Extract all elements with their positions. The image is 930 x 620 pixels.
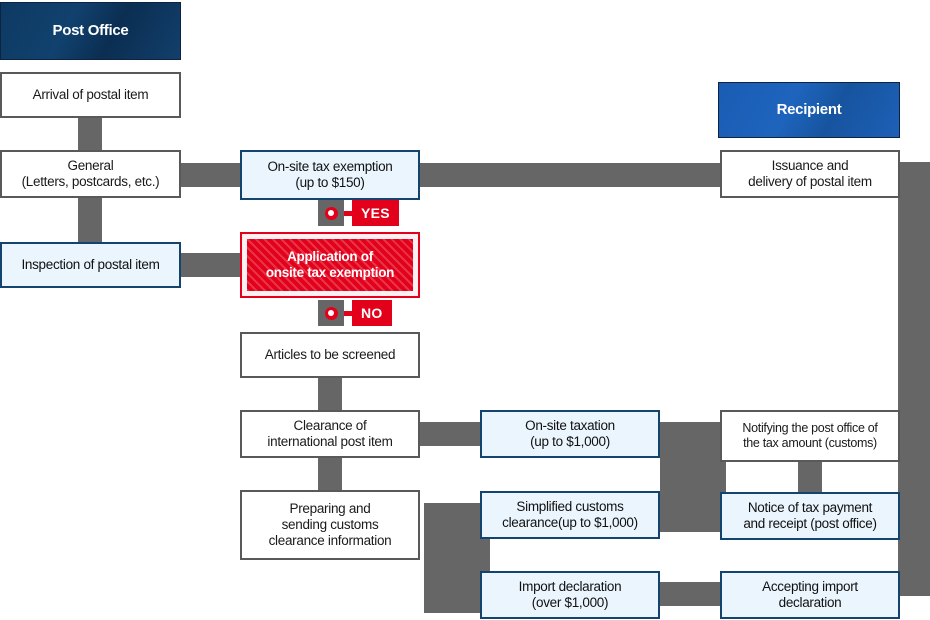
header-post-office: Post Office (0, 2, 181, 60)
box-accepting-import-declaration[interactable]: Accepting import declaration (720, 571, 900, 619)
box-import-declaration[interactable]: Import declaration (over $1,000) (480, 571, 660, 619)
connector-inspection-to-application (172, 253, 248, 277)
box-general-letters-postcards[interactable]: General (Letters, postcards, etc.) (0, 150, 181, 198)
box-notice-label: Notice of tax payment and receipt (post … (743, 500, 877, 531)
box-application-label: Application of onsite tax exemption (265, 248, 395, 280)
box-application-hatch: Application of onsite tax exemption (247, 239, 413, 291)
box-inspection-of-postal-item[interactable]: Inspection of postal item (0, 242, 181, 288)
box-clearance-of-international-post-item[interactable]: Clearance of international post item (240, 410, 420, 458)
box-notifying-label: Notifying the post office of the tax amo… (742, 421, 878, 450)
connector-right-vertical-bar (898, 162, 930, 596)
box-on-site-tax-exemption[interactable]: On-site tax exemption (up to $150) (240, 150, 420, 200)
decision-yes-label: YES (352, 200, 399, 226)
connector-screened-to-clearance (318, 378, 342, 410)
box-notifying-post-office-of-tax-amount[interactable]: Notifying the post office of the tax amo… (720, 410, 900, 462)
box-arrival-of-postal-item[interactable]: Arrival of postal item (0, 72, 181, 118)
connector-taxation-to-notifying (660, 422, 726, 532)
connector-arrival-to-general (78, 118, 102, 150)
box-simplified-customs-clearance[interactable]: Simplified customs clearance(up to $1,00… (480, 491, 660, 539)
decision-knob-icon (318, 200, 344, 226)
header-recipient-label: Recipient (776, 101, 842, 119)
box-on-site-taxation[interactable]: On-site taxation (up to $1,000) (480, 410, 660, 458)
box-application-of-onsite-tax-exemption[interactable]: Application of onsite tax exemption (240, 232, 420, 298)
decision-stem (344, 210, 352, 216)
connector-general-to-inspection (78, 198, 102, 242)
box-import-declaration-label: Import declaration (over $1,000) (518, 579, 622, 610)
box-on-site-tax-exemption-label: On-site tax exemption (up to $150) (267, 159, 393, 190)
box-articles-to-be-screened[interactable]: Articles to be screened (240, 332, 420, 378)
box-issuance-label: Issuance and delivery of postal item (748, 158, 872, 189)
box-inspection-label: Inspection of postal item (21, 257, 160, 273)
connector-general-to-exemption (172, 163, 248, 187)
connector-clearance-to-preparing (318, 458, 342, 490)
connector-exemption-row-to-issuance (410, 163, 726, 187)
box-simplified-clearance-label: Simplified customs clearance(up to $1,00… (502, 499, 638, 530)
header-post-office-label: Post Office (52, 22, 129, 40)
box-notice-of-tax-payment-and-receipt[interactable]: Notice of tax payment and receipt (post … (720, 492, 900, 540)
connector-import-to-accepting (660, 582, 726, 606)
decision-badge-no[interactable]: NO (318, 300, 392, 326)
box-on-site-taxation-label: On-site taxation (up to $1,000) (525, 418, 615, 449)
decision-knob-icon (318, 300, 344, 326)
box-general-label: General (Letters, postcards, etc.) (21, 158, 160, 189)
box-articles-screened-label: Articles to be screened (264, 347, 396, 363)
decision-stem (344, 310, 352, 316)
decision-no-label: NO (352, 300, 392, 326)
connector-clearance-to-onsite-taxation (418, 422, 490, 446)
box-arrival-label: Arrival of postal item (32, 87, 149, 103)
box-clearance-label: Clearance of international post item (267, 418, 393, 449)
connector-notifying-to-notice (798, 462, 822, 494)
header-recipient: Recipient (718, 82, 900, 138)
box-preparing-label: Preparing and sending customs clearance … (268, 501, 392, 548)
decision-badge-yes[interactable]: YES (318, 200, 399, 226)
box-accepting-label: Accepting import declaration (762, 579, 858, 610)
box-issuance-and-delivery-of-postal-item[interactable]: Issuance and delivery of postal item (720, 150, 900, 198)
connector-preparing-to-customs-options (424, 503, 490, 613)
box-preparing-and-sending-customs-clearance-information[interactable]: Preparing and sending customs clearance … (240, 490, 420, 560)
